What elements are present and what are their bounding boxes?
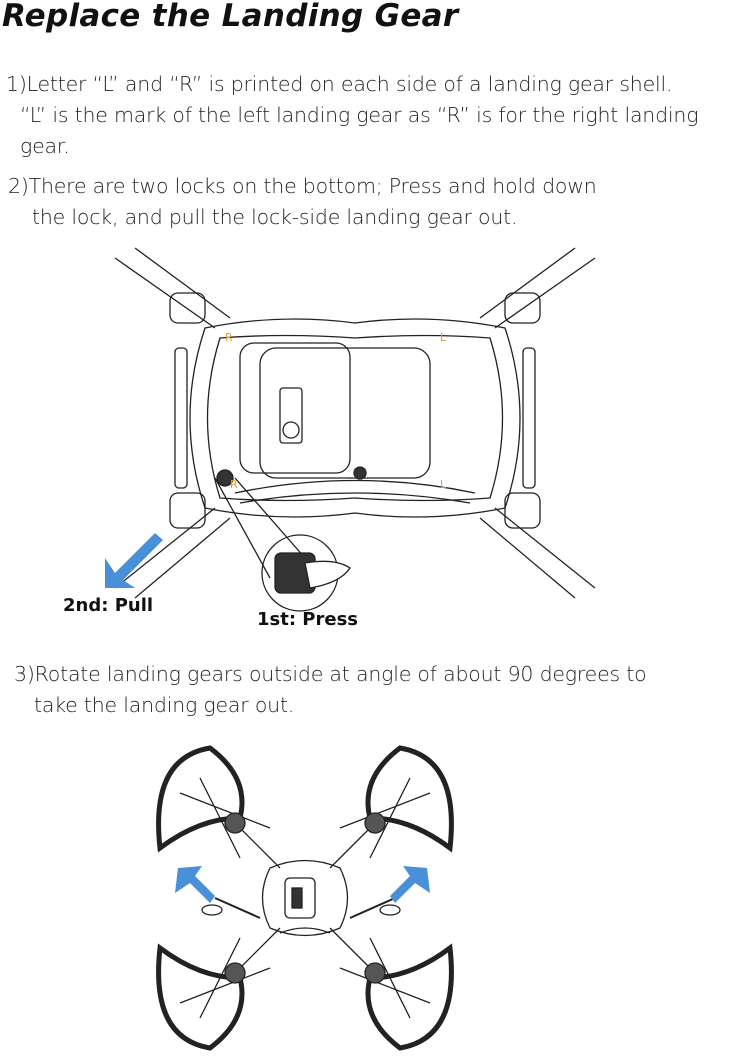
step-3-line-2: take the landing gear out. [34,690,294,721]
shell-mark-r-top: R [225,331,233,344]
pull-arrow-icon [105,533,163,588]
rotate-arrow-right-icon [390,866,430,903]
drone-bottom-view-figure: R L R L [95,238,615,638]
shell-mark-r-bottom: R [230,478,238,491]
shell-mark-l-bottom: L [440,478,447,491]
page-title: Replace the Landing Gear [2,0,458,34]
shell-mark-l-top: L [440,331,447,344]
rotate-arrow-left-icon [175,866,215,903]
step-1-line-1: 1)Letter “L” and “R” is printed on each … [6,69,672,100]
drone-rotate-gear-figure [140,738,470,1058]
press-label: 1st: Press [257,609,358,630]
step-1-line-2: “L” is the mark of the left landing gear… [20,100,698,131]
step-2-line-1: 2)There are two locks on the bottom; Pre… [8,171,597,202]
step-2-line-2: the lock, and pull the lock-side landing… [32,202,517,233]
step-1-line-3: gear. [20,131,70,162]
step-3-line-1: 3)Rotate landing gears outside at angle … [14,659,646,690]
pull-label: 2nd: Pull [63,595,153,616]
